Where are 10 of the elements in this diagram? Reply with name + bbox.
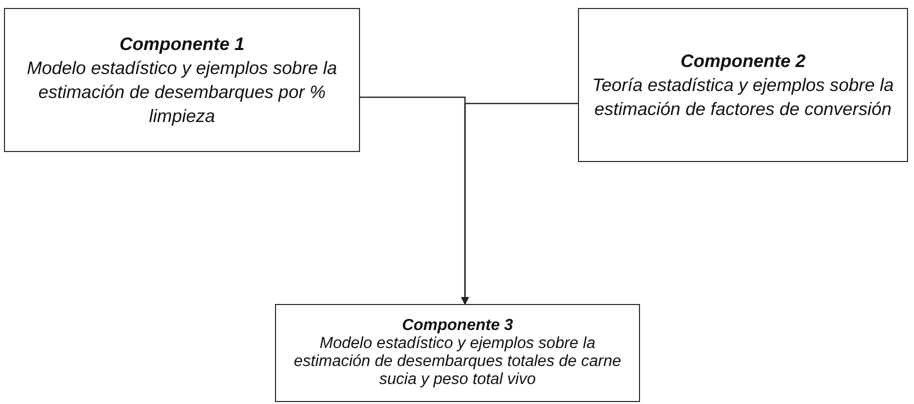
component-description: Modelo estadístico y ejemplos sobre la estimación de desembarques por % limpieza (26, 57, 338, 128)
component-title: Componente 1 (119, 33, 244, 56)
component-box (578, 8, 908, 162)
component-description: Teoría estadística y ejemplos sobre la estimación de factores de conversión (591, 74, 895, 121)
component-description: Modelo estadístico y ejemplos sobre la estimación de desembarques totales de carne sucia y peso total vivo (292, 335, 622, 389)
connector-arrow (461, 102, 578, 305)
component-title: Componente 3 (402, 317, 514, 335)
component-title: Componente 2 (680, 50, 806, 73)
component-box (4, 8, 360, 152)
component-box (275, 304, 640, 402)
